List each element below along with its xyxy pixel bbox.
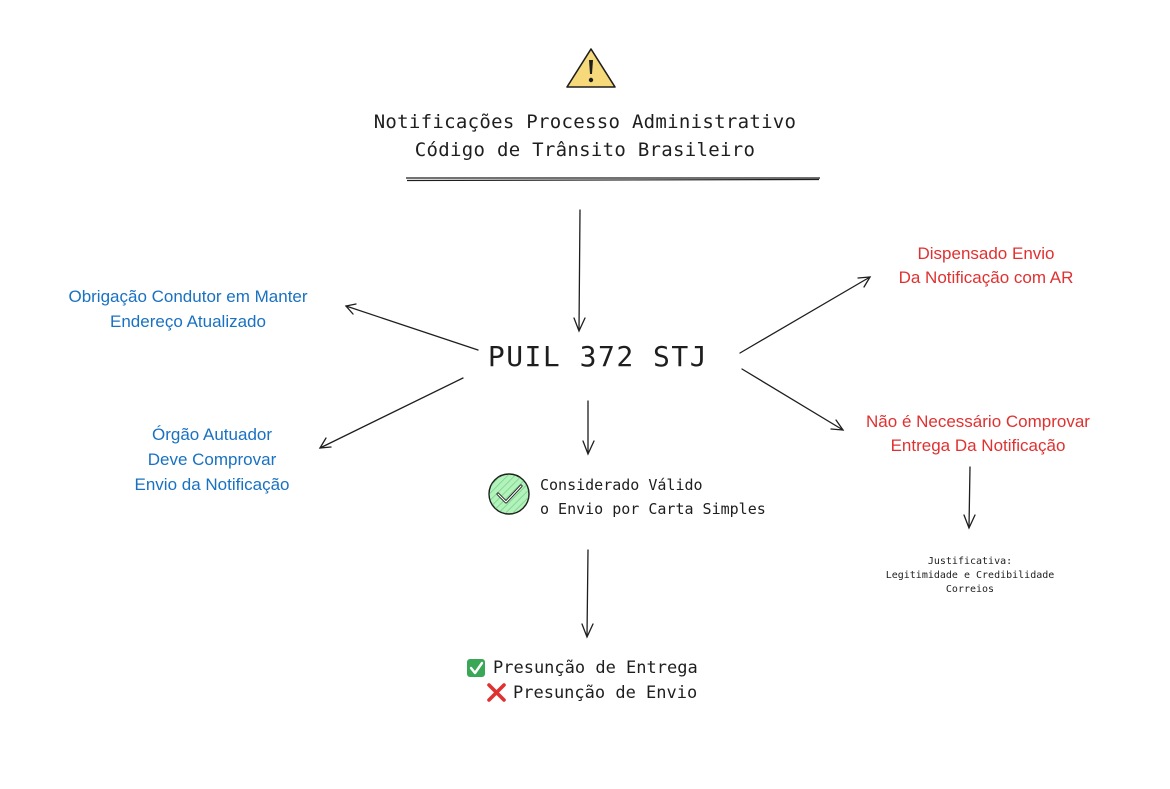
- arrow-center-to-left-bottom: [318, 377, 464, 449]
- check-mark-icon: [467, 659, 485, 677]
- justification-line-1: Justificativa:: [927, 556, 1013, 567]
- arrow-center-to-right-bottom: [741, 368, 845, 431]
- valid-line-1: Considerado Válido: [540, 476, 703, 494]
- title-line-2: Código de Trânsito Brasileiro: [414, 139, 756, 161]
- presumption-sending: Presunção de Envio: [513, 683, 698, 703]
- arrow-center-to-valid: [582, 400, 595, 456]
- left-top-line-2: Endereço Atualizado: [110, 312, 266, 331]
- right-top-line-2: Da Notificação com AR: [898, 268, 1074, 287]
- arrow-center-to-right-top: [739, 276, 872, 354]
- left-bottom-node: Órgão Autuador Deve Comprovar Envio da N…: [62, 422, 362, 497]
- valid-node: Considerado Válido o Envio por Carta Sim…: [540, 473, 766, 521]
- arrow-title-to-center: [573, 209, 586, 333]
- warning-icon: [566, 48, 616, 88]
- diagram-title: Notificações Processo Administrativo Cód…: [0, 108, 1170, 164]
- right-bottom-node: Não é Necessário Comprovar Entrega Da No…: [828, 410, 1128, 458]
- left-bottom-line-1: Órgão Autuador: [151, 425, 273, 444]
- right-top-node: Dispensado Envio Da Notificação com AR: [836, 242, 1136, 290]
- left-top-node: Obrigação Condutor em Manter Endereço At…: [38, 284, 338, 334]
- arrow-right-bottom-to-justification: [963, 466, 976, 530]
- left-top-line-1: Obrigação Condutor em Manter: [68, 287, 308, 306]
- check-circle-icon: [488, 473, 530, 515]
- left-bottom-line-2: Deve Comprovar: [147, 450, 277, 469]
- left-bottom-line-3: Envio da Notificação: [134, 475, 290, 494]
- right-bottom-line-1: Não é Necessário Comprovar: [866, 412, 1090, 431]
- arrow-valid-to-presumption: [581, 549, 594, 639]
- arrow-center-to-left-top: [344, 303, 479, 351]
- right-bottom-line-2: Entrega Da Notificação: [890, 436, 1066, 455]
- center-node-label: PUIL 372 STJ: [487, 340, 709, 373]
- title-divider: [406, 177, 820, 182]
- presumption-delivery: Presunção de Entrega: [493, 658, 698, 678]
- valid-line-2: o Envio por Carta Simples: [540, 500, 766, 518]
- cross-mark-icon: [487, 683, 506, 702]
- right-top-line-1: Dispensado Envio: [917, 244, 1055, 263]
- justification-line-3: Correios: [945, 584, 995, 595]
- justification-line-2: Legitimidade e Credibilidade: [885, 570, 1055, 581]
- justification-node: Justificativa: Legitimidade e Credibilid…: [860, 555, 1080, 597]
- title-line-1: Notificações Processo Administrativo: [373, 111, 797, 133]
